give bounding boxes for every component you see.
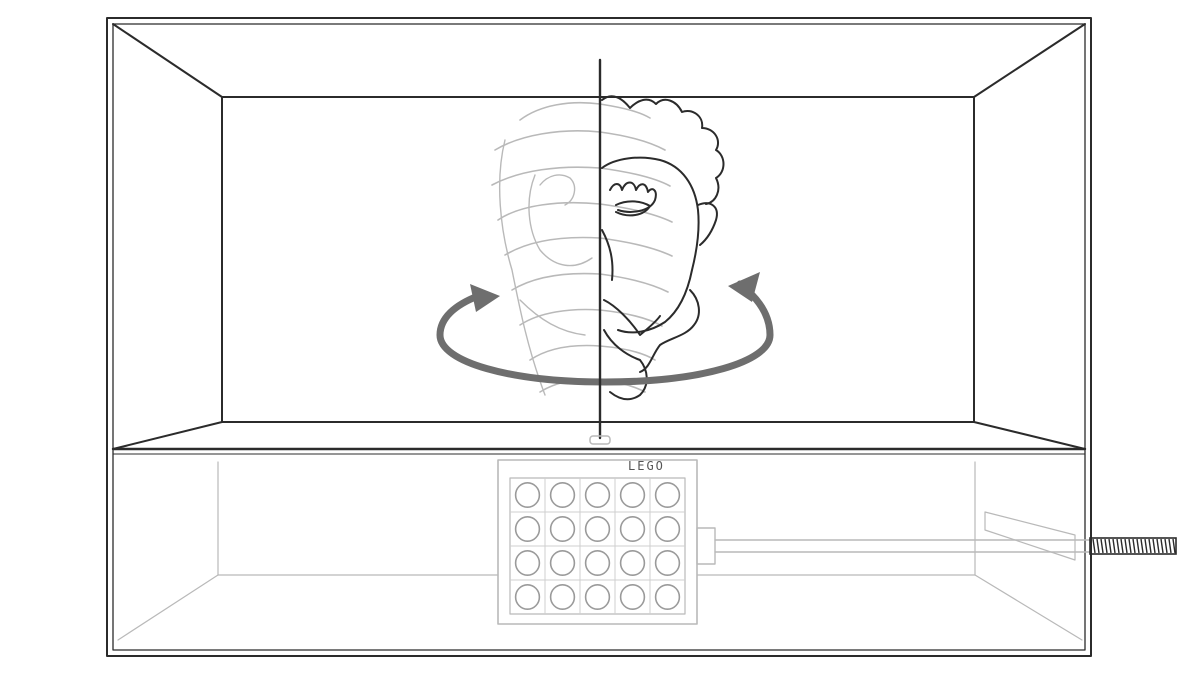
lego-stud — [516, 585, 540, 609]
lego-stud — [586, 551, 610, 575]
thread-line — [1125, 539, 1127, 553]
thread-line — [1173, 539, 1175, 553]
rotating-head-ghost — [492, 103, 672, 395]
central-rod — [590, 60, 610, 444]
lego-stud — [551, 517, 575, 541]
lego-stud — [621, 585, 645, 609]
lego-stud — [656, 483, 680, 507]
lego-label: LEGO — [628, 459, 665, 473]
lego-stud — [621, 551, 645, 575]
thread-line — [1133, 539, 1135, 553]
thread-line — [1169, 539, 1171, 553]
rotation-arrow — [440, 272, 770, 382]
lego-stud — [516, 551, 540, 575]
thread-line — [1141, 539, 1143, 553]
lego-stud — [516, 483, 540, 507]
threaded-rod-end — [1090, 538, 1176, 554]
thread-line — [1093, 539, 1095, 553]
lego-stud — [621, 483, 645, 507]
lego-stud — [586, 585, 610, 609]
drive-shaft — [697, 512, 1176, 564]
chamber-shelf — [113, 449, 1085, 454]
thread-line — [1121, 539, 1123, 553]
thread-line — [1117, 539, 1119, 553]
thread-line — [1105, 539, 1107, 553]
lego-stud — [656, 551, 680, 575]
thread-line — [1161, 539, 1163, 553]
thread-line — [1097, 539, 1099, 553]
thread-line — [1137, 539, 1139, 553]
thread-line — [1145, 539, 1147, 553]
thread-line — [1109, 539, 1111, 553]
lego-stud — [586, 517, 610, 541]
half-head-drawing — [602, 96, 724, 399]
thread-line — [1129, 539, 1131, 553]
thread-line — [1149, 539, 1151, 553]
thread-line — [1153, 539, 1155, 553]
lego-studs — [510, 478, 685, 614]
lego-stud — [656, 585, 680, 609]
thread-line — [1113, 539, 1115, 553]
lego-stud — [621, 517, 645, 541]
lego-stud — [516, 517, 540, 541]
lego-stud — [656, 517, 680, 541]
lego-stud — [551, 483, 575, 507]
thread-line — [1165, 539, 1167, 553]
lego-stud — [586, 483, 610, 507]
upper-chamber-back-wall — [222, 97, 974, 422]
thread-line — [1101, 539, 1103, 553]
arrow-head-left — [470, 284, 500, 312]
thread-line — [1157, 539, 1159, 553]
lego-stud — [551, 585, 575, 609]
lego-plate: LEGO — [498, 459, 697, 624]
lego-stud — [551, 551, 575, 575]
